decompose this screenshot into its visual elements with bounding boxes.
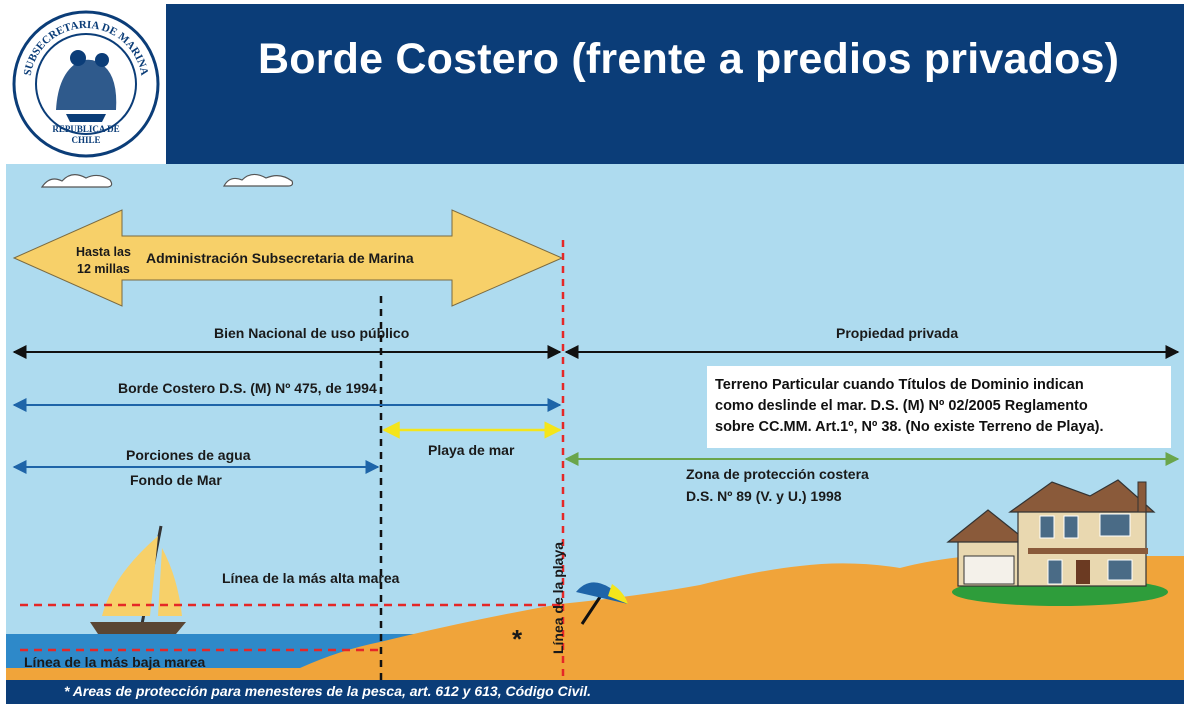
admin-arrow-label: Administración Subsecretaria de Marina [146, 250, 414, 266]
admin-arrow-small-label: Hasta las 12 millas [76, 244, 131, 278]
seal-container: SUBSECRETARIA DE MARINA REPUBLICA DE CHI… [6, 4, 166, 164]
navy-seal-icon: SUBSECRETARIA DE MARINA REPUBLICA DE CHI… [12, 10, 160, 158]
note-line: como deslinde el mar. D.S. (M) Nº 02/200… [715, 398, 1088, 414]
seal-text-republica: REPUBLICA DE [52, 124, 119, 134]
bien-nacional-label: Bien Nacional de uso público [214, 325, 410, 341]
borde-costero-label: Borde Costero D.S. (M) Nº 475, de 1994 [118, 380, 377, 396]
beach-umbrella-icon [576, 582, 628, 625]
linea-playa-label: Línea de la playa [550, 541, 566, 655]
terreno-particular-note: Terreno Particular cuando Títulos de Dom… [707, 366, 1171, 448]
playa-de-mar-label: Playa de mar [428, 442, 515, 458]
sailboat-icon [90, 525, 186, 634]
hasta-las-label: Hasta las [76, 245, 131, 259]
asterisk-mark: * [512, 624, 523, 654]
fondo-mar-label: Fondo de Mar [130, 472, 222, 488]
cloud-icon [222, 173, 294, 187]
sand [6, 556, 1184, 680]
note-line: sobre CC.MM. Art.1º, Nº 38. (No existe T… [715, 419, 1104, 435]
alta-marea-label: Línea de la más alta marea [222, 570, 400, 586]
title-bar [166, 4, 1184, 164]
doce-millas-label: 12 millas [77, 262, 130, 276]
footer-bar [6, 680, 1184, 704]
page-title: Borde Costero (frente a predios privados… [258, 35, 1120, 83]
zona-proteccion-ds-label: D.S. Nº 89 (V. y U.) 1998 [686, 488, 842, 504]
seal-text-chile: CHILE [71, 135, 100, 145]
house-icon [946, 479, 1168, 606]
porciones-agua-label: Porciones de agua [126, 447, 251, 463]
cloud-icon [40, 174, 113, 188]
footer-note: * Areas de protección para menesteres de… [64, 683, 592, 699]
propiedad-privada-label: Propiedad privada [836, 325, 959, 341]
baja-marea-label: Línea de la más baja marea [24, 654, 206, 670]
zona-proteccion-label: Zona de protección costera [686, 466, 869, 482]
note-line: Terreno Particular cuando Títulos de Dom… [715, 377, 1084, 393]
